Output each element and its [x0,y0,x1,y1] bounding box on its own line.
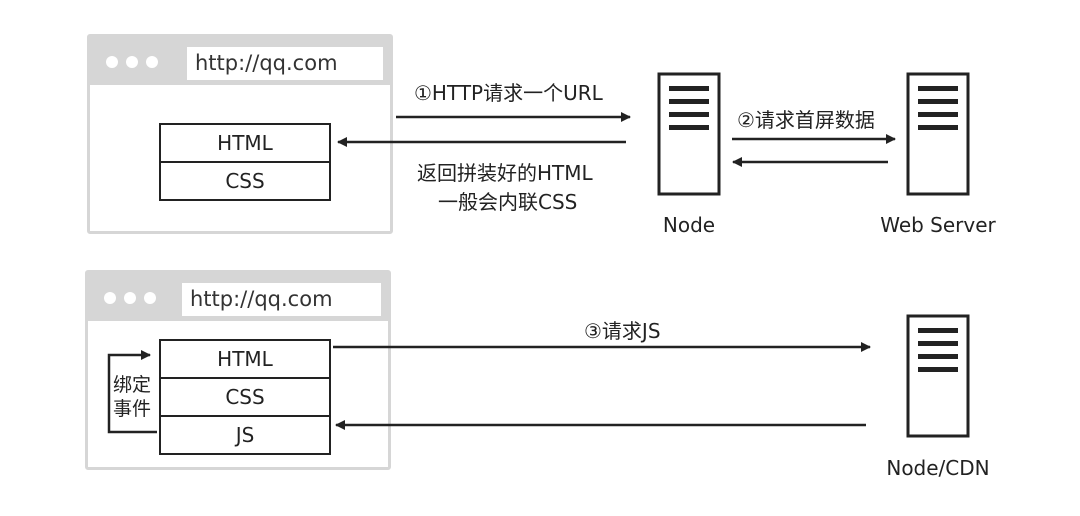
bottom-url-bar: http://qq.com [182,283,381,316]
node-server-icon [657,72,721,196]
bottom-css-box: CSS [159,377,331,417]
window-dot-icon [106,56,118,68]
bind-event-bracket [107,350,157,434]
node-label: Node [662,213,716,237]
cdn-server-icon [906,314,970,438]
response-html-label-line1: 返回拼装好的HTML [417,161,593,185]
bind-event-line2: 事件 [112,398,151,420]
window-dot-icon [124,292,136,304]
web-server-label: Web Server [880,213,996,237]
top-url-bar: http://qq.com [187,47,383,80]
request-js-label: ③请求JS [584,319,661,343]
web-server-icon [906,72,970,196]
top-browser-window: http://qq.com HTML CSS [87,34,393,234]
cdn-label: Node/CDN [886,456,990,480]
top-html-box: HTML [159,123,331,163]
window-dot-icon [146,56,158,68]
response-html-label-line2: 一般会内联CSS [438,190,578,214]
window-dot-icon [104,292,116,304]
top-css-box: CSS [159,161,331,201]
bottom-browser-window: http://qq.com HTML CSS JS [85,270,391,470]
bind-event-line1: 绑定 [112,374,151,396]
server-request-label: ②请求首屏数据 [737,108,875,132]
window-dot-icon [144,292,156,304]
bottom-html-box: HTML [159,339,331,379]
request-url-label: ①HTTP请求一个URL [414,81,603,105]
window-dot-icon [126,56,138,68]
bottom-js-box: JS [159,415,331,455]
bind-event-label: 绑定 事件 [107,373,157,421]
